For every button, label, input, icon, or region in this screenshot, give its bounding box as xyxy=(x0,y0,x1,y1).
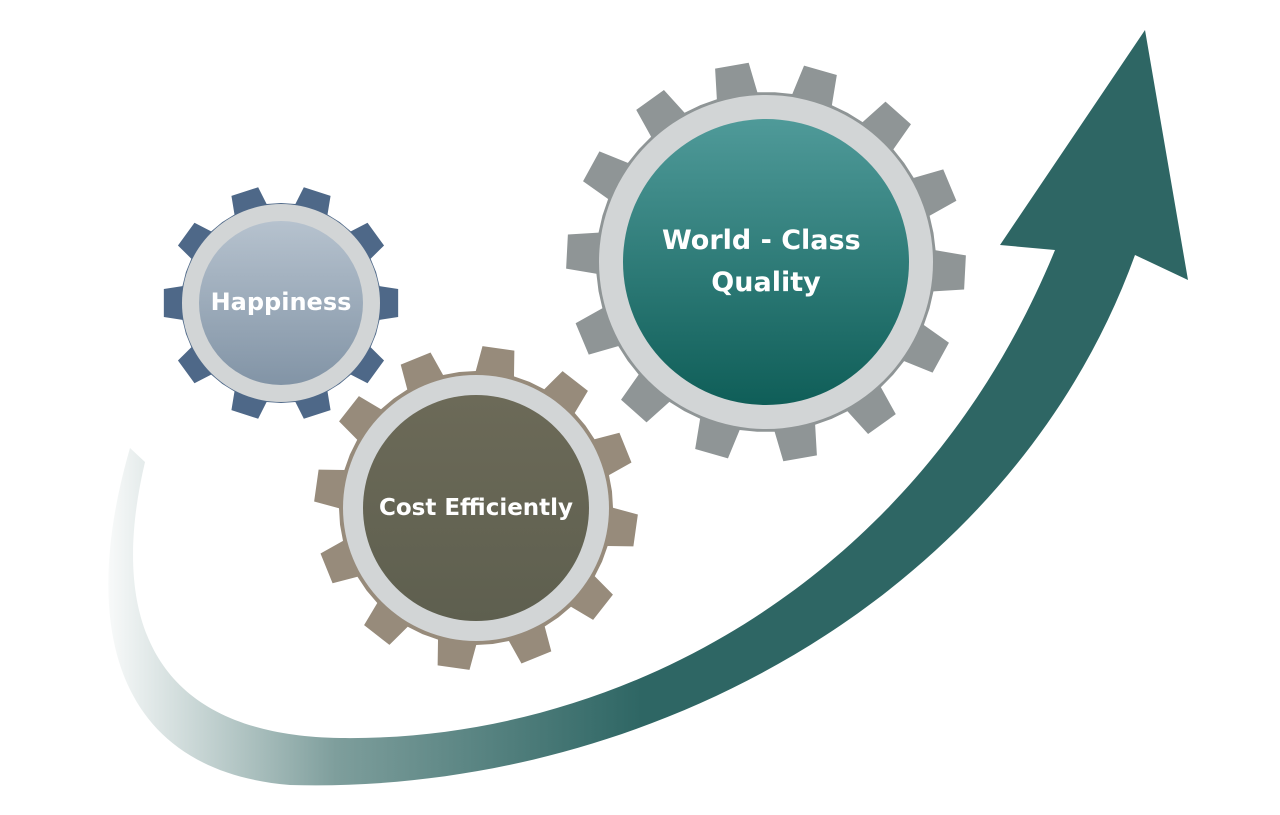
gear-cost-efficiently: Cost Efficiently xyxy=(314,346,638,670)
gear-label-happiness: Happiness xyxy=(211,288,352,316)
gear-world-class-quality: World - Class Quality xyxy=(566,62,966,462)
gear-label-quality: World - Class Quality xyxy=(662,225,870,298)
gear-face-cost xyxy=(363,395,589,621)
gear-face-quality xyxy=(623,119,909,405)
growth-arrow xyxy=(108,30,1188,786)
gear-happiness: Happiness xyxy=(163,187,399,419)
gear-face-happiness xyxy=(199,221,363,385)
gear-label-cost: Cost Efficiently xyxy=(379,495,573,521)
